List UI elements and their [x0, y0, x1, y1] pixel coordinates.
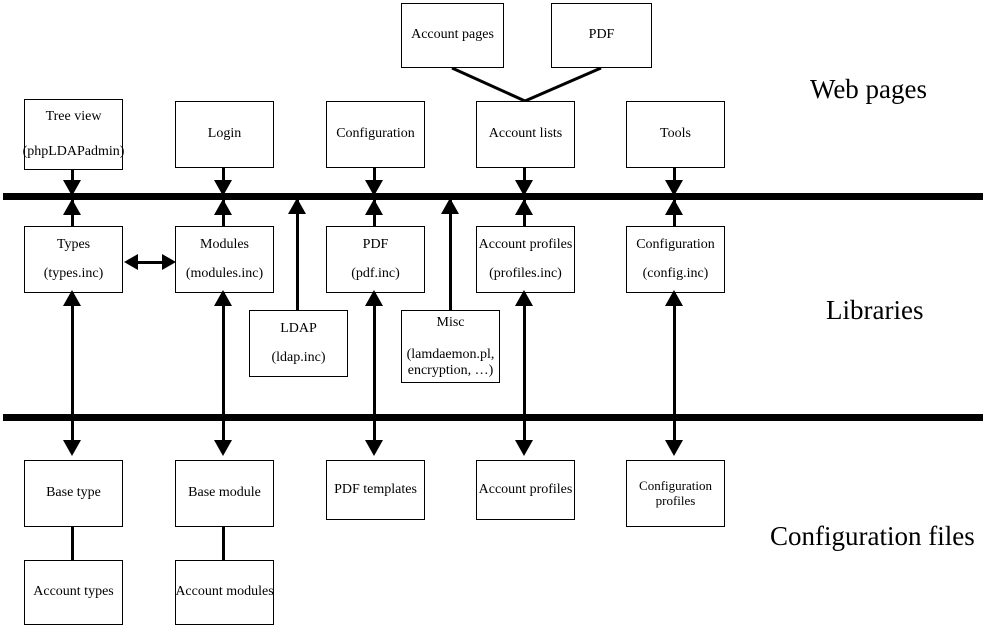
connector-account-profiles [523, 292, 526, 450]
box-pdf-templates-label: PDF templates [334, 481, 417, 497]
box-ldap-title: LDAP [280, 321, 317, 337]
arrowhead-account-profiles-down [515, 440, 533, 456]
arrowhead-configuration-page-down [365, 180, 383, 196]
arrowhead-account-profiles-up [515, 290, 533, 306]
arrowhead-ldap-up [288, 198, 306, 214]
arrowhead-account-profiles-lib-up [515, 199, 533, 215]
connector-base-module-account-modules [222, 527, 225, 560]
box-account-profiles-cfg-label: Account profiles [478, 481, 573, 497]
box-configuration-profiles: Configuration profiles [626, 460, 725, 527]
separator-bar-libraries-config [3, 414, 983, 421]
box-account-lists: Account lists [476, 101, 575, 168]
connector-base-type-account-types [71, 527, 74, 560]
box-pdf-lib: PDF (pdf.inc) [326, 226, 425, 293]
box-base-module: Base module [175, 460, 274, 527]
connector-pdf-templates [373, 292, 376, 450]
box-configuration-page: Configuration [326, 101, 425, 168]
arrowhead-login-down [214, 180, 232, 196]
arrowhead-pdf-templates-down [365, 440, 383, 456]
arrowhead-pdf-templates-up [365, 290, 383, 306]
box-misc-title: Misc [436, 315, 465, 330]
box-configuration-profiles-title: Configuration [639, 477, 712, 493]
box-account-profiles-cfg: Account profiles [476, 460, 575, 520]
arrowhead-configuration-profiles-down [665, 440, 683, 456]
box-base-type-label: Base type [46, 485, 101, 501]
box-misc-subtitle-1: (lamdaemon.pl, [406, 347, 495, 363]
box-account-pages: Account pages [401, 3, 504, 68]
box-ldap: LDAP (ldap.inc) [249, 310, 348, 377]
arrowhead-configuration-lib-up [665, 199, 683, 215]
box-configuration-lib-subtitle: (config.inc) [642, 265, 709, 281]
connector-misc-up [449, 200, 452, 310]
connector-ldap-up [296, 200, 299, 310]
box-pdf-top: PDF [551, 3, 652, 68]
box-tools: Tools [626, 101, 725, 168]
connector-configuration-profiles [673, 292, 676, 450]
box-modules: Modules (modules.inc) [175, 226, 274, 293]
box-configuration-lib: Configuration (config.inc) [626, 226, 725, 293]
box-tree-view-subtitle: (phpLDAPadmin) [22, 143, 125, 159]
box-account-modules: Account modules [175, 560, 274, 625]
zone-label-web-pages: Web pages [810, 74, 928, 104]
box-configuration-lib-title: Configuration [636, 237, 715, 253]
box-configuration-profiles-subtitle: profiles [655, 492, 696, 508]
box-pdf-lib-title: PDF [362, 237, 389, 253]
arrowhead-pdf-lib-up [365, 199, 383, 215]
arrowhead-modules-up [214, 199, 232, 215]
box-base-type: Base type [24, 460, 123, 527]
box-account-profiles-lib-title: Account profiles [478, 237, 573, 253]
box-types-subtitle: (types.inc) [43, 265, 104, 281]
box-account-profiles-lib: Account profiles (profiles.inc) [476, 226, 575, 293]
arrowhead-types-base-type-up [63, 290, 81, 306]
arrowhead-configuration-profiles-up [665, 290, 683, 306]
arrowhead-tree-view-down [63, 180, 81, 196]
arrowhead-modules-base-module-up [214, 290, 232, 306]
connector-modules-base-module [222, 292, 225, 450]
arrowhead-types-base-type-down [63, 440, 81, 456]
box-types-title: Types [56, 237, 91, 253]
box-account-types-label: Account types [33, 584, 114, 600]
arrowhead-types-up [63, 199, 81, 215]
box-account-types: Account types [24, 560, 123, 625]
box-tools-label: Tools [660, 126, 691, 142]
arrowhead-tools-down [665, 180, 683, 196]
box-ldap-subtitle: (ldap.inc) [271, 349, 326, 365]
box-account-pages-label: Account pages [411, 27, 494, 43]
arrowhead-misc-up [441, 198, 459, 214]
arrowhead-modules-base-module-down [214, 440, 232, 456]
arrowhead-types-modules-left [124, 254, 138, 270]
arrowhead-types-modules-right [162, 254, 176, 270]
box-modules-subtitle: (modules.inc) [185, 265, 264, 281]
box-tree-view-title: Tree view [45, 109, 102, 125]
zone-label-configuration-files: Configuration files [770, 521, 975, 551]
box-pdf-top-label: PDF [588, 27, 615, 43]
arrowhead-account-lists-down [515, 180, 533, 196]
box-misc: Misc (lamdaemon.pl, encryption, …) [401, 310, 500, 383]
box-misc-subtitle-2: encryption, …) [407, 363, 494, 379]
box-configuration-page-label: Configuration [336, 126, 415, 142]
connector-types-modules [128, 261, 170, 264]
box-pdf-templates: PDF templates [326, 460, 425, 520]
separator-bar-web-libraries [3, 193, 983, 200]
box-account-profiles-lib-subtitle: (profiles.inc) [489, 265, 562, 281]
box-types: Types (types.inc) [24, 226, 123, 293]
box-pdf-lib-subtitle: (pdf.inc) [351, 265, 400, 281]
box-login-label: Login [207, 126, 242, 142]
box-account-lists-label: Account lists [488, 126, 563, 142]
box-login: Login [175, 101, 274, 168]
connector-types-base-type [71, 292, 74, 450]
box-base-module-label: Base module [188, 485, 261, 501]
box-account-modules-label: Account modules [175, 584, 274, 600]
box-modules-title: Modules [200, 237, 249, 253]
zone-label-libraries: Libraries [826, 295, 924, 325]
box-tree-view: Tree view (phpLDAPadmin) [22, 99, 125, 170]
